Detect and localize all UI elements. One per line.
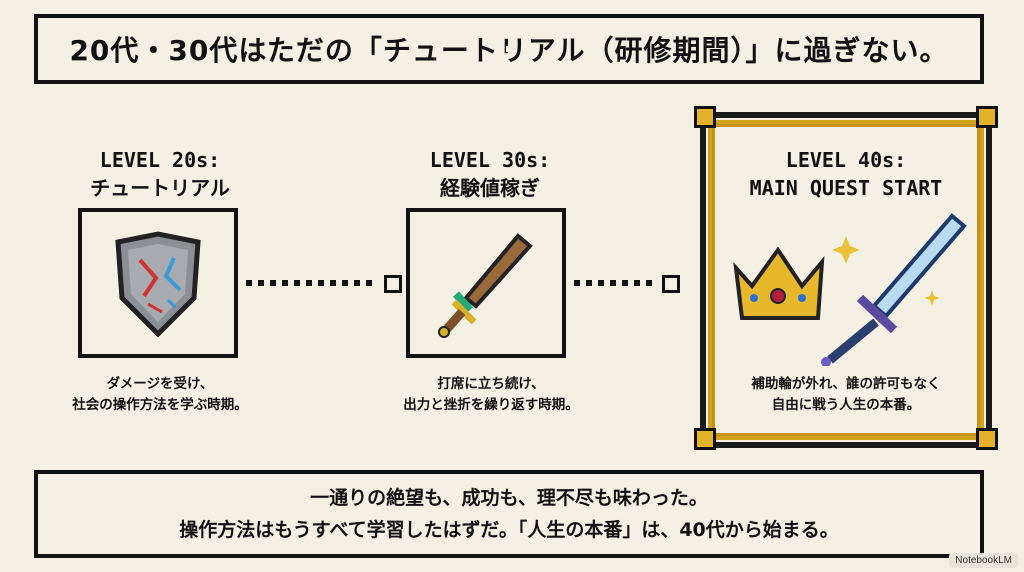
footer-line-2: 操作方法はもうすべて学習したはずだ。「人生の本番」は、40代から始まる。: [179, 519, 839, 541]
stage-20s-desc-line1: ダメージを受け、: [106, 376, 214, 392]
stage-20s-label: LEVEL 20s: チュートリアル: [60, 146, 260, 202]
stage-40s-desc: 補助輪が外れ、誰の許可もなく 自由に戦う人生の本番。: [716, 374, 976, 416]
stage-30s-desc: 打席に立ち続け、 出力と挫折を繰り返す時期。: [366, 374, 616, 416]
stage-30s-level: LEVEL 30s:: [429, 148, 551, 172]
crown-icon: [733, 246, 825, 320]
notebooklm-badge: NotebookLM: [949, 553, 1018, 568]
wooden-sword-icon: [438, 233, 533, 338]
stage-20s-desc: ダメージを受け、 社会の操作方法を学ぶ時期。: [30, 374, 290, 416]
stage-20s-level: LEVEL 20s:: [99, 148, 221, 172]
stage-30s-name: 経験値稼ぎ: [440, 176, 540, 200]
stage-20s-desc-line2: 社会の操作方法を学ぶ時期。: [72, 397, 248, 413]
stage-20s-icon-box: [78, 208, 238, 358]
frame-corner-bl: [694, 428, 716, 450]
stage-30s-label: LEVEL 30s: 経験値稼ぎ: [380, 146, 600, 202]
connector-dots-2: [574, 280, 654, 286]
connector-dots-1: [246, 280, 378, 286]
frame-corner-tl: [694, 106, 716, 128]
stage-40s-level: LEVEL 40s:: [785, 148, 907, 172]
stage-40s-desc-line2: 自由に戦う人生の本番。: [771, 397, 921, 413]
frame-corner-tr: [976, 106, 998, 128]
frame-corner-br: [976, 428, 998, 450]
stage-40s-inner-border: [712, 124, 980, 436]
footer-message-box: 一通りの絶望も、成功も、理不尽も味わった。 操作方法はもうすべて学習したはずだ。…: [34, 470, 984, 558]
shield-icon: [115, 231, 201, 338]
crystal-sword-icon: [821, 213, 967, 366]
stage-40s-name: MAIN QUEST START: [749, 176, 943, 200]
crown-and-sword-icon: [733, 213, 967, 366]
stage-40s-desc-line1: 補助輪が外れ、誰の許可もなく: [751, 376, 941, 392]
page-title: 20代・30代はただの「チュートリアル（研修期間）」に過ぎない。: [69, 34, 949, 67]
connector-node-2: [662, 275, 680, 293]
connector-node-1: [384, 275, 402, 293]
footer-line-1: 一通りの絶望も、成功も、理不尽も味わった。: [310, 487, 708, 509]
stage-20s-name: チュートリアル: [90, 176, 230, 200]
stage-30s-desc-line2: 出力と挫折を繰り返す時期。: [403, 397, 579, 413]
title-banner: 20代・30代はただの「チュートリアル（研修期間）」に過ぎない。: [34, 14, 984, 84]
stage-30s-desc-line1: 打席に立ち続け、: [437, 376, 545, 392]
stage-40s-label: LEVEL 40s: MAIN QUEST START: [716, 146, 976, 202]
stage-30s-icon-box: [406, 208, 566, 358]
